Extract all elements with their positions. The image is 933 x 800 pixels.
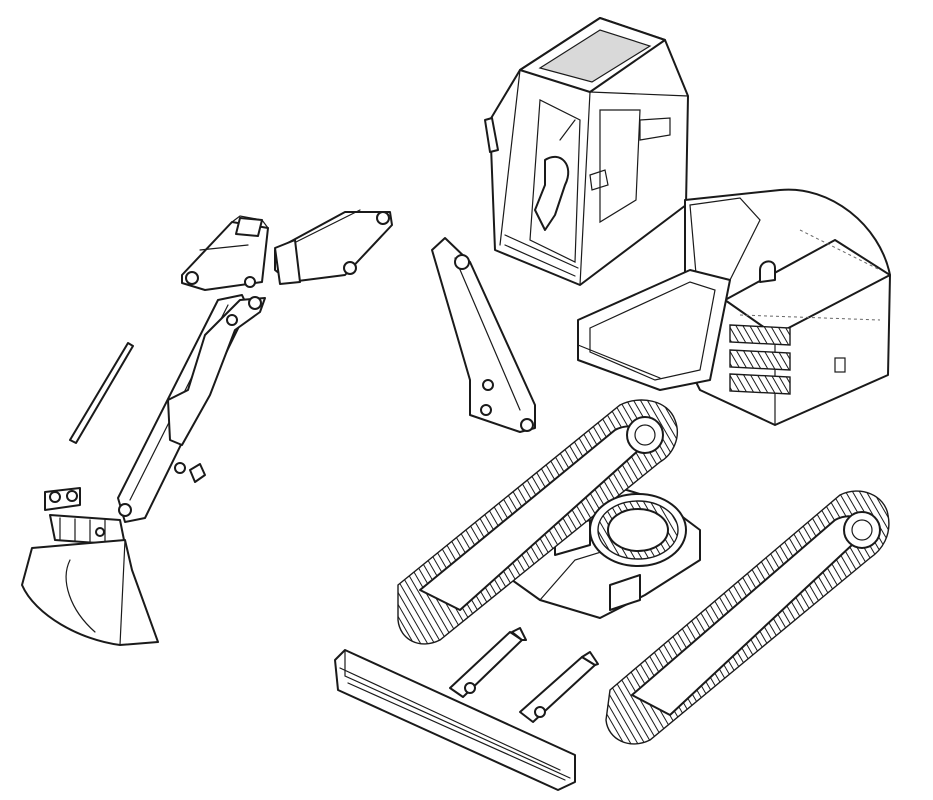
slewing-ring xyxy=(589,493,687,567)
blade-arm xyxy=(449,627,527,698)
crawler-track-left xyxy=(397,399,678,645)
bucket-cylinder-rod xyxy=(69,342,134,444)
hydraulic-cylinder xyxy=(189,463,206,483)
bucket-linkage xyxy=(44,487,126,546)
engine-deck-tray xyxy=(577,269,731,391)
operator-cab xyxy=(484,17,689,286)
arm xyxy=(117,294,266,523)
engine-cover xyxy=(684,188,891,426)
boom xyxy=(431,237,536,433)
crawler-track-right xyxy=(605,490,890,745)
boom-foot-bracket xyxy=(181,215,269,291)
swing-bracket xyxy=(274,209,393,285)
blade-arm xyxy=(519,651,599,723)
bucket xyxy=(21,539,159,646)
dozer-blade xyxy=(334,649,576,791)
